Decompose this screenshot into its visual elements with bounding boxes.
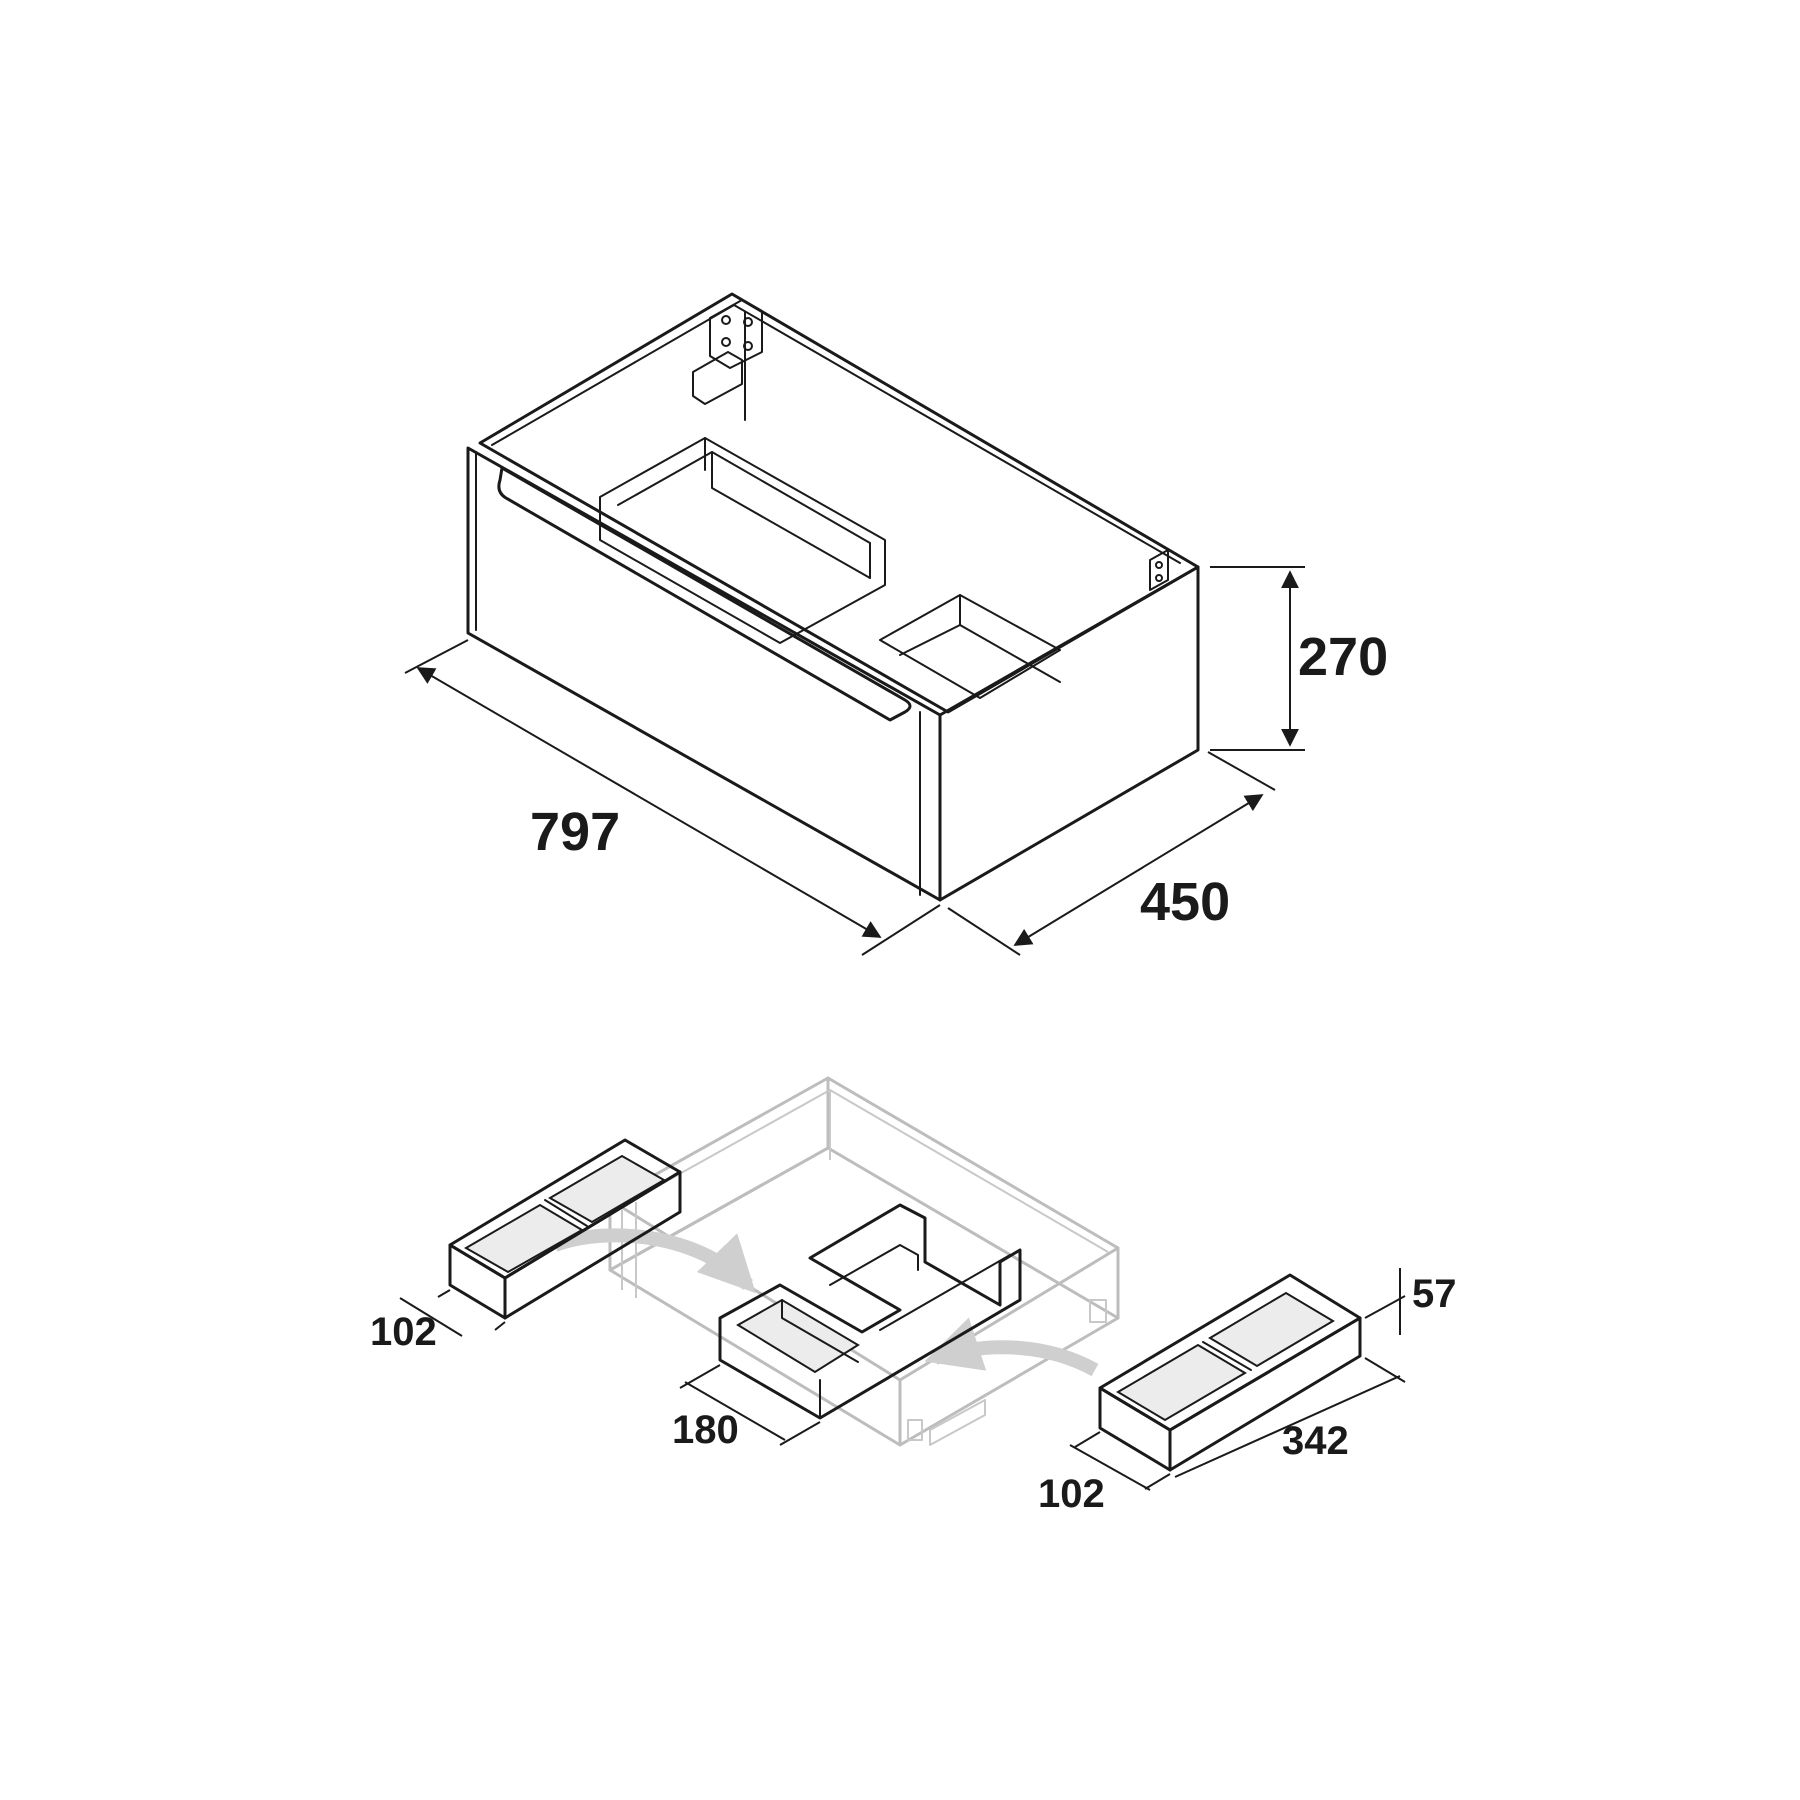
cabinet-depth-label: 450 <box>1140 872 1230 932</box>
width-dimension-line <box>416 667 882 938</box>
right-tray-height-label: 57 <box>1412 1272 1457 1316</box>
insert-arrow-right <box>924 1317 1099 1377</box>
right-tray-length-label: 342 <box>1282 1419 1349 1463</box>
center-insert-width-label: 180 <box>672 1408 739 1452</box>
cabinet-insert-left <box>599 437 886 644</box>
center-insert-width-line <box>684 1381 786 1441</box>
center-insert <box>718 1203 1022 1420</box>
cabinet-illustration: 797 450 270 <box>404 292 1388 956</box>
right-tray-length-line <box>1174 1375 1401 1478</box>
wall-bracket-icon <box>692 299 763 405</box>
right-tray-width-label: 102 <box>1038 1472 1105 1516</box>
cabinet-width-label: 797 <box>530 802 620 862</box>
right-tray-width-line <box>1069 1444 1151 1491</box>
drawer-handle-groove <box>497 466 912 722</box>
depth-dimension-line <box>1013 794 1264 946</box>
side-bracket-icon <box>1149 549 1169 591</box>
cabinet-top-rim <box>478 292 1200 714</box>
right-tray <box>1098 1273 1362 1472</box>
cabinet-side-face <box>938 565 1200 902</box>
drawer-box-ghost <box>608 1076 1120 1447</box>
left-tray-width-line <box>399 1297 463 1337</box>
cabinet-height-label: 270 <box>1298 627 1388 687</box>
left-tray-width-label: 102 <box>370 1310 437 1354</box>
insert-arrow-left <box>552 1228 756 1294</box>
left-tray <box>448 1138 682 1320</box>
cabinet-insert-right <box>879 594 1061 699</box>
